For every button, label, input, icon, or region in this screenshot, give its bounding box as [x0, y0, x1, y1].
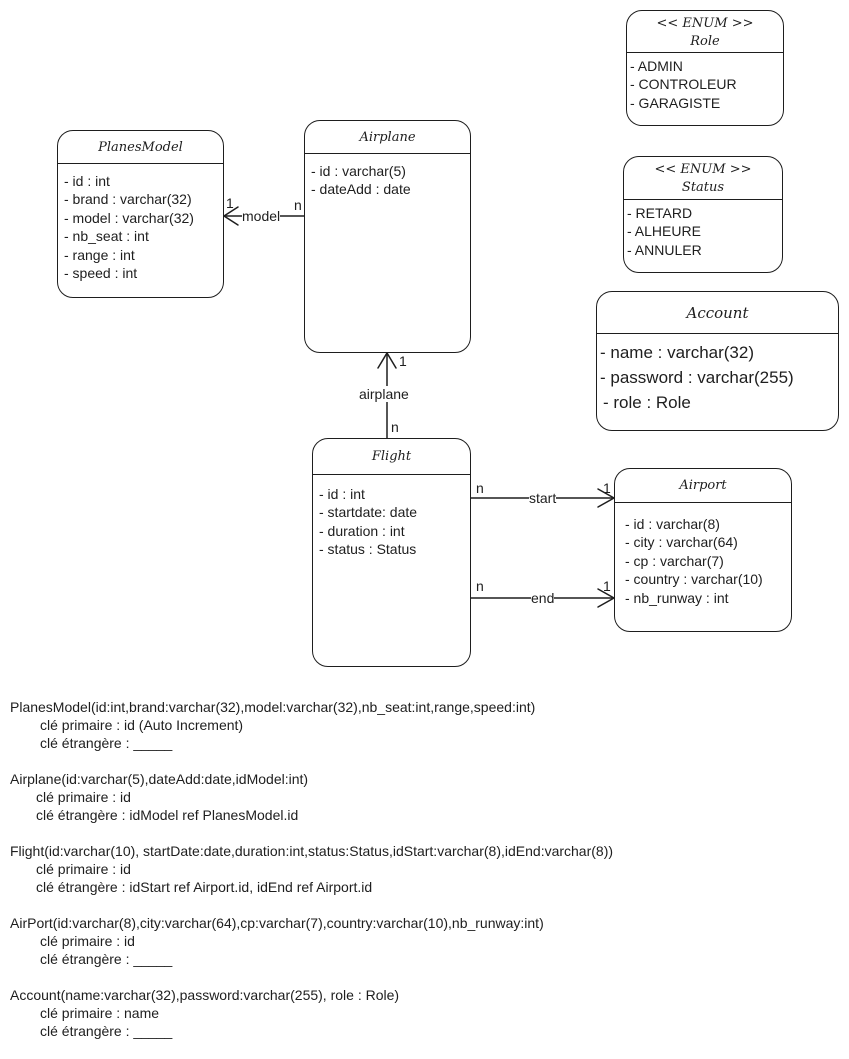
attribute-list: - id : varchar(5) - dateAdd : date	[305, 154, 470, 199]
entity-title: Role	[690, 34, 720, 49]
enum-role[interactable]: << ENUM >> Role - ADMIN - CONTROLEUR - G…	[626, 10, 784, 126]
entity-account[interactable]: Account - name : varchar(32) - password …	[596, 291, 839, 431]
entity-title: Airport	[615, 469, 791, 503]
entity-airplane[interactable]: Airplane - id : varchar(5) - dateAdd : d…	[304, 120, 471, 353]
attribute-list: - id : varchar(8) - city : varchar(64) -…	[615, 503, 791, 607]
schema-relation: Account(name:varchar(32),password:varcha…	[10, 986, 613, 1040]
attribute: - id : int	[319, 486, 365, 502]
enum-value: - GARAGISTE	[630, 94, 721, 111]
entity-title: Airplane	[305, 121, 470, 154]
multiplicity: 1	[399, 353, 407, 369]
attribute-list: - id : int - startdate: date - duration …	[313, 475, 470, 559]
multiplicity: n	[476, 480, 484, 496]
foreign-key: clé étrangère : idStart ref Airport.id, …	[36, 879, 373, 895]
attribute: - status : Status	[319, 541, 417, 558]
attribute: - id : varchar(5)	[311, 163, 406, 179]
relation-label-start: start	[529, 490, 557, 506]
attribute-list: - RETARD - ALHEURE - ANNULER	[624, 200, 782, 259]
enum-header: << ENUM >> Status	[624, 157, 782, 200]
entity-planesmodel[interactable]: PlanesModel - id : int - brand : varchar…	[57, 130, 224, 298]
multiplicity: n	[476, 578, 484, 594]
attribute: - cp : varchar(7)	[625, 552, 724, 569]
relation-signature: Account(name:varchar(32),password:varcha…	[10, 987, 400, 1003]
attribute: - id : int	[64, 173, 110, 189]
foreign-key: clé étrangère : _____	[40, 951, 173, 967]
attribute: - model : varchar(32)	[64, 209, 194, 226]
attribute: - dateAdd : date	[311, 181, 411, 198]
attribute-list: - name : varchar(32) - password : varcha…	[597, 334, 838, 415]
primary-key: clé primaire : id	[36, 861, 131, 877]
entity-title: PlanesModel	[58, 131, 223, 164]
enum-status[interactable]: << ENUM >> Status - RETARD - ALHEURE - A…	[623, 156, 783, 273]
primary-key: clé primaire : name	[40, 1005, 160, 1021]
entity-airport[interactable]: Airport - id : varchar(8) - city : varch…	[614, 468, 792, 632]
enum-value: - CONTROLEUR	[630, 76, 737, 93]
relation-label-model: model	[242, 208, 281, 224]
enum-stereotype: << ENUM >>	[656, 16, 754, 31]
attribute: - role : Role	[603, 393, 691, 412]
relation-signature: Airplane(id:varchar(5),dateAdd:date,idMo…	[10, 771, 309, 787]
schema-relation: Flight(id:varchar(10), startDate:date,du…	[10, 842, 613, 896]
foreign-key: clé étrangère : idModel ref PlanesModel.…	[36, 807, 299, 823]
relation-label-airplane: airplane	[359, 386, 409, 402]
relational-schema: PlanesModel(id:int,brand:varchar(32),mod…	[10, 698, 613, 1058]
schema-relation: Airplane(id:varchar(5),dateAdd:date,idMo…	[10, 770, 613, 824]
primary-key: clé primaire : id	[40, 933, 135, 949]
entity-flight[interactable]: Flight - id : int - startdate: date - du…	[312, 438, 471, 667]
attribute: - nb_seat : int	[64, 228, 149, 245]
multiplicity: n	[294, 197, 302, 213]
multiplicity: 1	[226, 195, 234, 211]
attribute: - country : varchar(10)	[625, 571, 763, 588]
entity-title: Status	[681, 180, 725, 195]
attribute: - duration : int	[319, 522, 405, 539]
attribute: - city : varchar(64)	[625, 534, 738, 551]
foreign-key: clé étrangère : _____	[40, 735, 173, 751]
primary-key: clé primaire : id	[36, 789, 131, 805]
attribute-list: - id : int - brand : varchar(32) - model…	[58, 164, 223, 282]
entity-title: Account	[597, 292, 838, 334]
attribute: - id : varchar(8)	[625, 516, 720, 532]
relation-signature: Flight(id:varchar(10), startDate:date,du…	[10, 843, 614, 859]
enum-value: - ANNULER	[627, 241, 702, 258]
foreign-key: clé étrangère : _____	[40, 1023, 173, 1039]
multiplicity: 1	[603, 578, 611, 594]
primary-key: clé primaire : id (Auto Increment)	[40, 717, 244, 733]
attribute: - password : varchar(255)	[600, 368, 794, 387]
attribute: - brand : varchar(32)	[64, 191, 192, 208]
airplane-arrowhead	[377, 351, 397, 369]
enum-value: - ADMIN	[630, 58, 683, 74]
enum-value: - ALHEURE	[627, 223, 701, 240]
multiplicity: 1	[603, 480, 611, 496]
attribute: - name : varchar(32)	[600, 343, 754, 362]
attribute: - speed : int	[64, 265, 138, 282]
enum-value: - RETARD	[627, 205, 693, 221]
relation-signature: AirPort(id:varchar(8),city:varchar(64),c…	[10, 915, 544, 931]
schema-relation: AirPort(id:varchar(8),city:varchar(64),c…	[10, 914, 613, 968]
relation-signature: PlanesModel(id:int,brand:varchar(32),mod…	[10, 699, 536, 715]
multiplicity: n	[391, 419, 399, 435]
attribute: - nb_runway : int	[625, 589, 729, 606]
entity-title: Flight	[313, 439, 470, 475]
enum-header: << ENUM >> Role	[627, 11, 783, 53]
schema-relation: PlanesModel(id:int,brand:varchar(32),mod…	[10, 698, 613, 752]
attribute-list: - ADMIN - CONTROLEUR - GARAGISTE	[627, 53, 783, 112]
attribute: - startdate: date	[319, 504, 418, 521]
attribute: - range : int	[64, 246, 135, 263]
enum-stereotype: << ENUM >>	[654, 162, 752, 177]
relation-label-end: end	[531, 590, 555, 606]
